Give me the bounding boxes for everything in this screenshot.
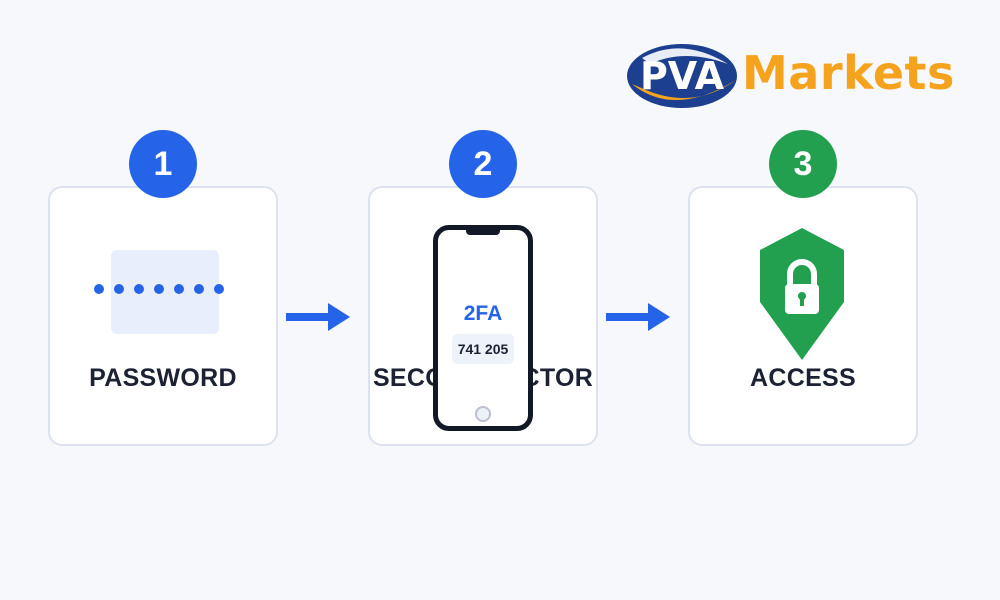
phone-2fa-code: 741 205	[452, 334, 514, 364]
phone-home-button	[475, 406, 491, 422]
pva-logo-mark-icon: PVA	[627, 44, 737, 108]
step-3-badge: 3	[769, 130, 837, 198]
shield-lock-icon	[760, 228, 844, 360]
arrow-right-icon	[286, 303, 350, 331]
pva-logo-wordmark: Markets	[742, 46, 955, 100]
step-2-badge: 2	[449, 130, 517, 198]
pva-logo-mark-text: PVA	[640, 54, 725, 98]
step-1-badge: 1	[129, 130, 197, 198]
step-1-label: PASSWORD	[89, 364, 237, 392]
step-3-label: ACCESS	[750, 364, 856, 392]
phone-notch	[466, 230, 500, 235]
password-dots	[94, 284, 224, 294]
phone-2fa-title: 2FA	[463, 302, 503, 325]
step-card-password: PASSWORD	[48, 186, 278, 446]
arrow-right-icon	[606, 303, 670, 331]
pva-markets-logo: PVA Markets	[624, 40, 954, 112]
smartphone-icon: 2FA 741 205	[433, 225, 533, 431]
